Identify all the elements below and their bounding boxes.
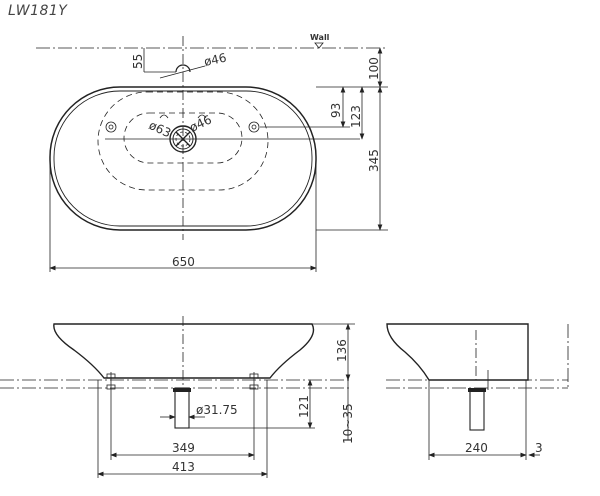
drain-length-label: 121	[297, 395, 311, 418]
bolt-left-icon	[105, 121, 117, 133]
bowl-inner-dashed	[123, 112, 243, 164]
width-total-label: 650	[172, 255, 195, 269]
bolt-front-right-icon	[249, 372, 259, 392]
drain-dia-label: ø31.75	[196, 403, 238, 417]
drain-offset-a-label: 93	[329, 103, 343, 118]
basin-front-profile	[53, 323, 315, 379]
tap-offset-label: 55	[131, 54, 145, 69]
drain-outer-dia-label: ø63	[147, 118, 173, 140]
basin-inner	[53, 90, 313, 227]
counter-thickness-label: 10~35	[341, 403, 355, 444]
wall-label: Wall	[310, 33, 330, 42]
drain-pipe	[174, 387, 190, 429]
bolt-spacing-label: 349	[172, 441, 195, 455]
top-view	[36, 36, 388, 272]
wall-gap-label: 3	[535, 441, 543, 455]
front-view	[0, 316, 355, 478]
side-drain-pipe	[469, 389, 485, 431]
drain-icon	[169, 125, 197, 153]
depth-total-label: 345	[367, 149, 381, 172]
model-title: LW181Y	[8, 3, 68, 19]
base-width-label: 413	[172, 460, 195, 474]
side-view	[386, 323, 569, 460]
basin-side-profile	[386, 323, 529, 381]
drain-offset-b-label: 123	[349, 105, 363, 128]
tap-hole-dia-label: ø46	[203, 51, 228, 69]
wall-to-basin-label: 100	[367, 57, 381, 80]
drain-inner-dia-label: ø46	[187, 112, 213, 134]
bolt-front-left-icon	[106, 372, 116, 392]
bowl-outer-dashed	[97, 91, 269, 191]
height-label: 136	[335, 339, 349, 362]
basin-outer	[49, 86, 317, 231]
base-depth-label: 240	[465, 441, 488, 455]
bolt-right-icon	[248, 121, 260, 133]
